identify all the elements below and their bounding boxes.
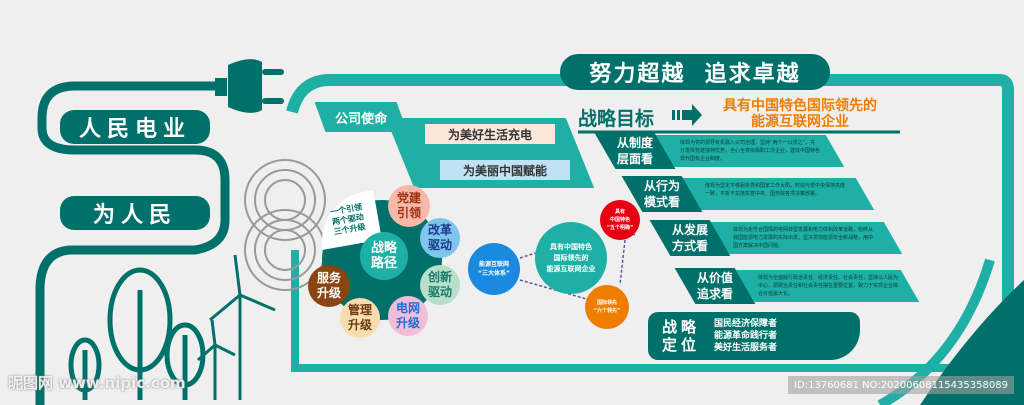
power-cord	[35, 81, 230, 405]
positioning-label: 战略 定位	[662, 318, 701, 354]
mission-item: 为美丽中国赋能	[440, 160, 570, 180]
petal: 创新 驱动	[420, 265, 460, 305]
watermark-id: ID:13760681 NO:20200608115435358089	[788, 376, 1014, 394]
watermark-site: 昵图网 www.nipic.com	[8, 374, 186, 392]
node-three-systems: 能源互联网 “三大体系”	[468, 243, 520, 295]
slogan-people-power: 人民电业	[60, 110, 210, 144]
node-center: 具有中国特色 国际领先的 能源互联网企业	[535, 222, 607, 294]
positioning-item: 国民经济保障者	[714, 319, 778, 329]
perspective-desc: 体现为走符合国情的电网转型发展和电力体制改革道路，始终从我国能源电力发展的实际出…	[733, 227, 874, 249]
perspective-desc: 体现为党的领导有机融入公司治理，坚持“两个一以贯之”，充分发挥党建独特优势，全心…	[680, 140, 821, 162]
petal: 管理 升级	[340, 298, 380, 338]
slogan-for-people: 为人民	[60, 196, 210, 230]
positioning-panel: 战略 定位 国民经济保障者 能源革命践行者 美好生活服务者	[648, 312, 860, 360]
perspective-desc: 体现为坚定不移服务党和国家工作大局，时刻与党中央保持高度一致，不折不扣落实党中央…	[705, 183, 846, 197]
positioning-item: 能源革命践行者	[714, 331, 778, 341]
petal: 改革 驱动	[420, 218, 460, 258]
petal: 服务 升级	[308, 265, 350, 307]
positioning-item: 美好生活服务者	[714, 343, 778, 353]
petal: 党建 引领	[388, 185, 430, 227]
node-six-lead: 国际领先 “六个领先”	[585, 285, 629, 329]
plug-icon	[215, 59, 284, 113]
wind-turbine-icons	[197, 254, 276, 400]
mission-item: 为美好生活充电	[425, 124, 555, 144]
perspective-desc: 体现为全面履行政治责任、经济责任、社会责任，坚持以人民为中心，把政治责任和社会责…	[758, 275, 899, 297]
banner-title: 努力超越 追求卓越	[560, 54, 830, 90]
arrow-right-icon	[672, 104, 702, 126]
frame-top	[286, 74, 1014, 405]
mission-label-text: 公司使命	[334, 111, 387, 127]
petal: 电网 升级	[388, 296, 428, 336]
goal-label: 战略目标	[578, 108, 655, 130]
strategy-center: 战略 路径	[360, 232, 408, 280]
node-five-clear: 具有 中国特色 “五个明确”	[600, 200, 640, 240]
goal-text: 具有中国特色国际领先的 能源互联网企业	[723, 98, 877, 130]
